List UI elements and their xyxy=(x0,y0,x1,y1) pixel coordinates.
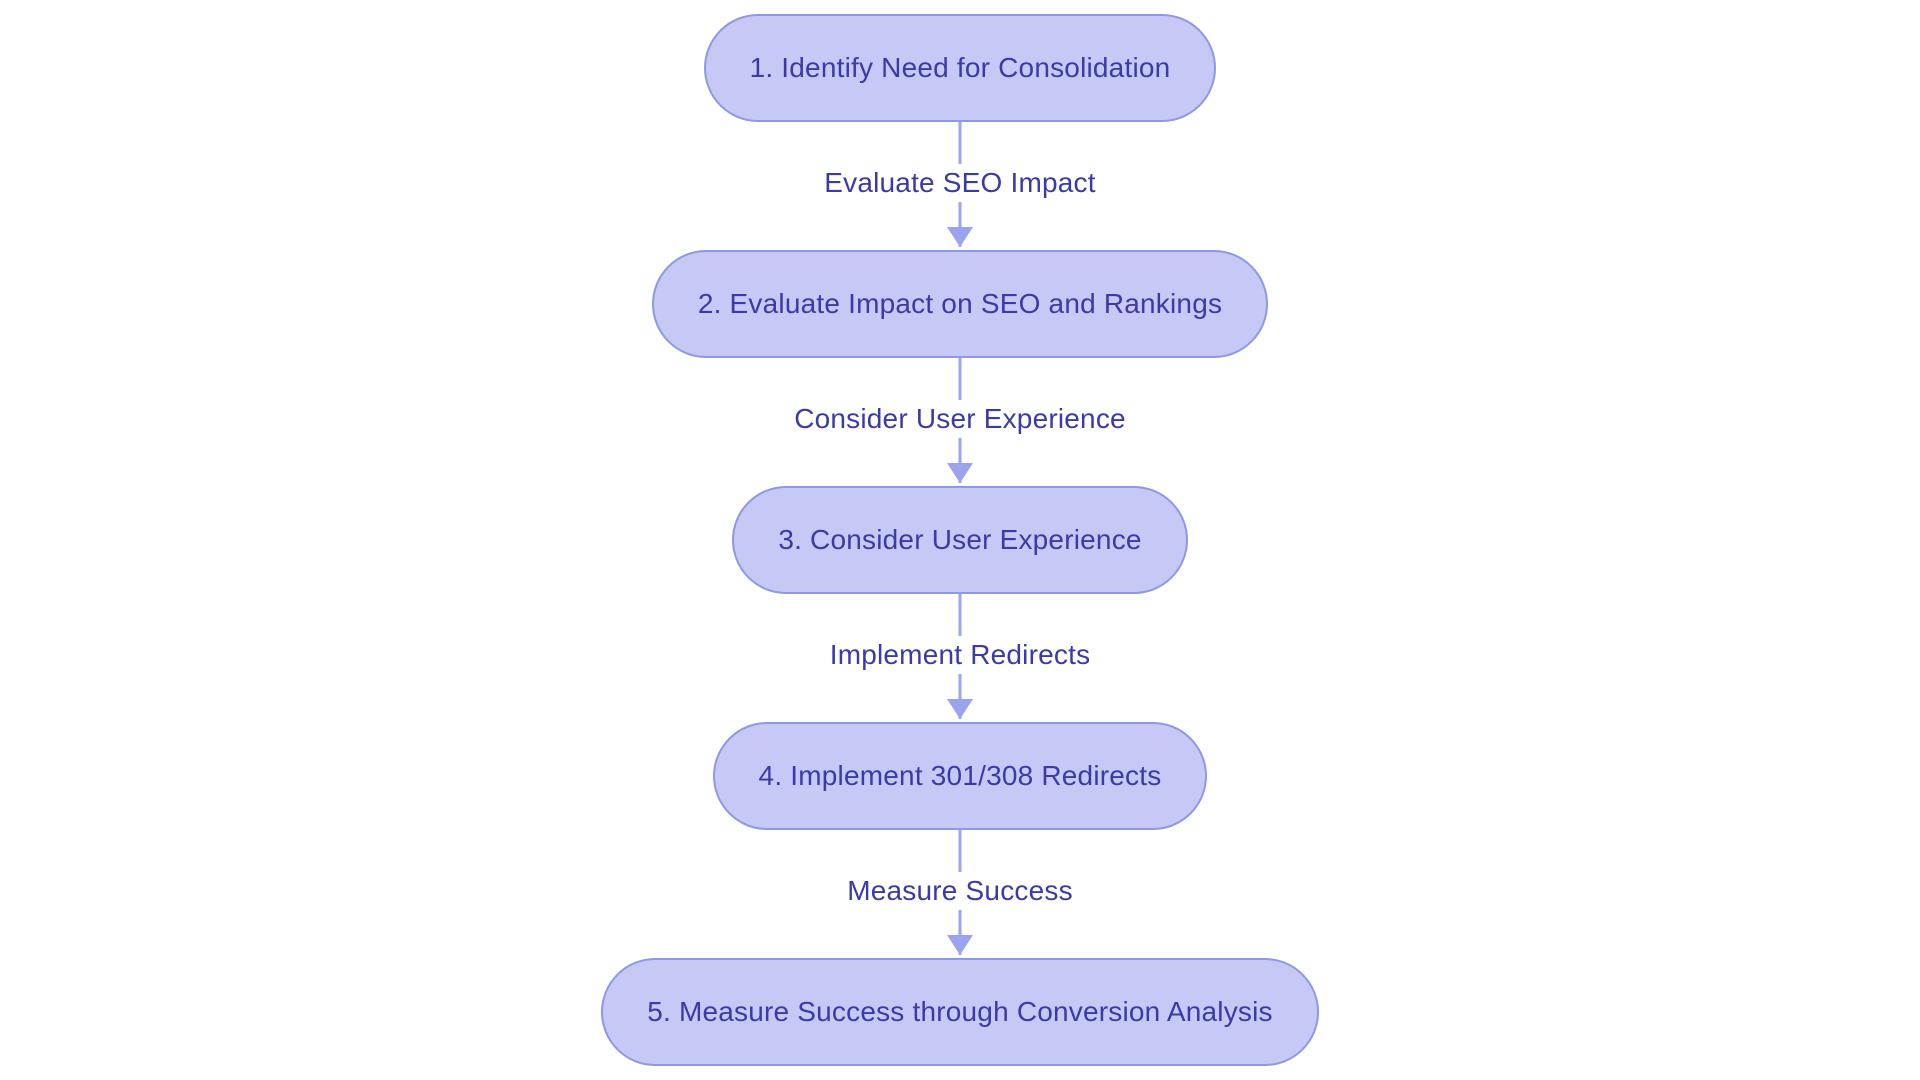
flowchart-node-4: 4. Implement 301/308 Redirects xyxy=(712,722,1208,830)
edge-label: Measure Success xyxy=(835,871,1085,910)
arrow-down-icon xyxy=(947,227,973,247)
flowchart-edge-4: Measure Success xyxy=(610,830,1310,958)
node-label: 3. Consider User Experience xyxy=(778,524,1142,555)
arrow-down-icon xyxy=(947,935,973,955)
node-label: 4. Implement 301/308 Redirects xyxy=(758,760,1162,791)
arrow-down-icon xyxy=(947,463,973,483)
flowchart-node-2: 2. Evaluate Impact on SEO and Rankings xyxy=(651,250,1269,358)
flowchart-edge-3: Implement Redirects xyxy=(610,594,1310,722)
flowchart-edge-2: Consider User Experience xyxy=(610,358,1310,486)
edge-label: Implement Redirects xyxy=(817,635,1103,674)
node-label: 1. Identify Need for Consolidation xyxy=(749,52,1171,83)
node-label: 5. Measure Success through Conversion An… xyxy=(647,996,1273,1027)
edge-label: Consider User Experience xyxy=(782,399,1138,438)
flowchart-node-5: 5. Measure Success through Conversion An… xyxy=(601,958,1319,1066)
arrow-down-icon xyxy=(947,699,973,719)
flowchart-node-1: 1. Identify Need for Consolidation xyxy=(703,14,1217,122)
node-label: 2. Evaluate Impact on SEO and Rankings xyxy=(697,288,1223,319)
edge-label: Evaluate SEO Impact xyxy=(812,163,1108,202)
flowchart-edge-1: Evaluate SEO Impact xyxy=(610,122,1310,250)
flowchart-node-3: 3. Consider User Experience xyxy=(732,486,1188,594)
